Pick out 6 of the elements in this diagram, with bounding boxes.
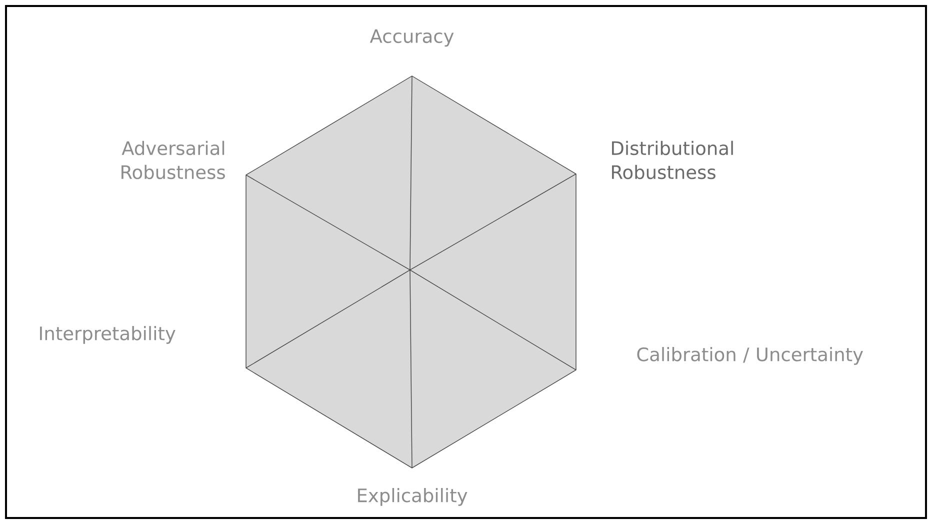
axis-label: Interpretability [40, 326, 176, 344]
axis-label: Explicability [358, 488, 468, 506]
axis-label: Calibration / Uncertainty [637, 347, 863, 365]
axis-label: Distributional Robustness [612, 140, 733, 180]
axis-label: Adversarial Robustness [122, 140, 225, 180]
axis-label: Accuracy [370, 29, 454, 47]
